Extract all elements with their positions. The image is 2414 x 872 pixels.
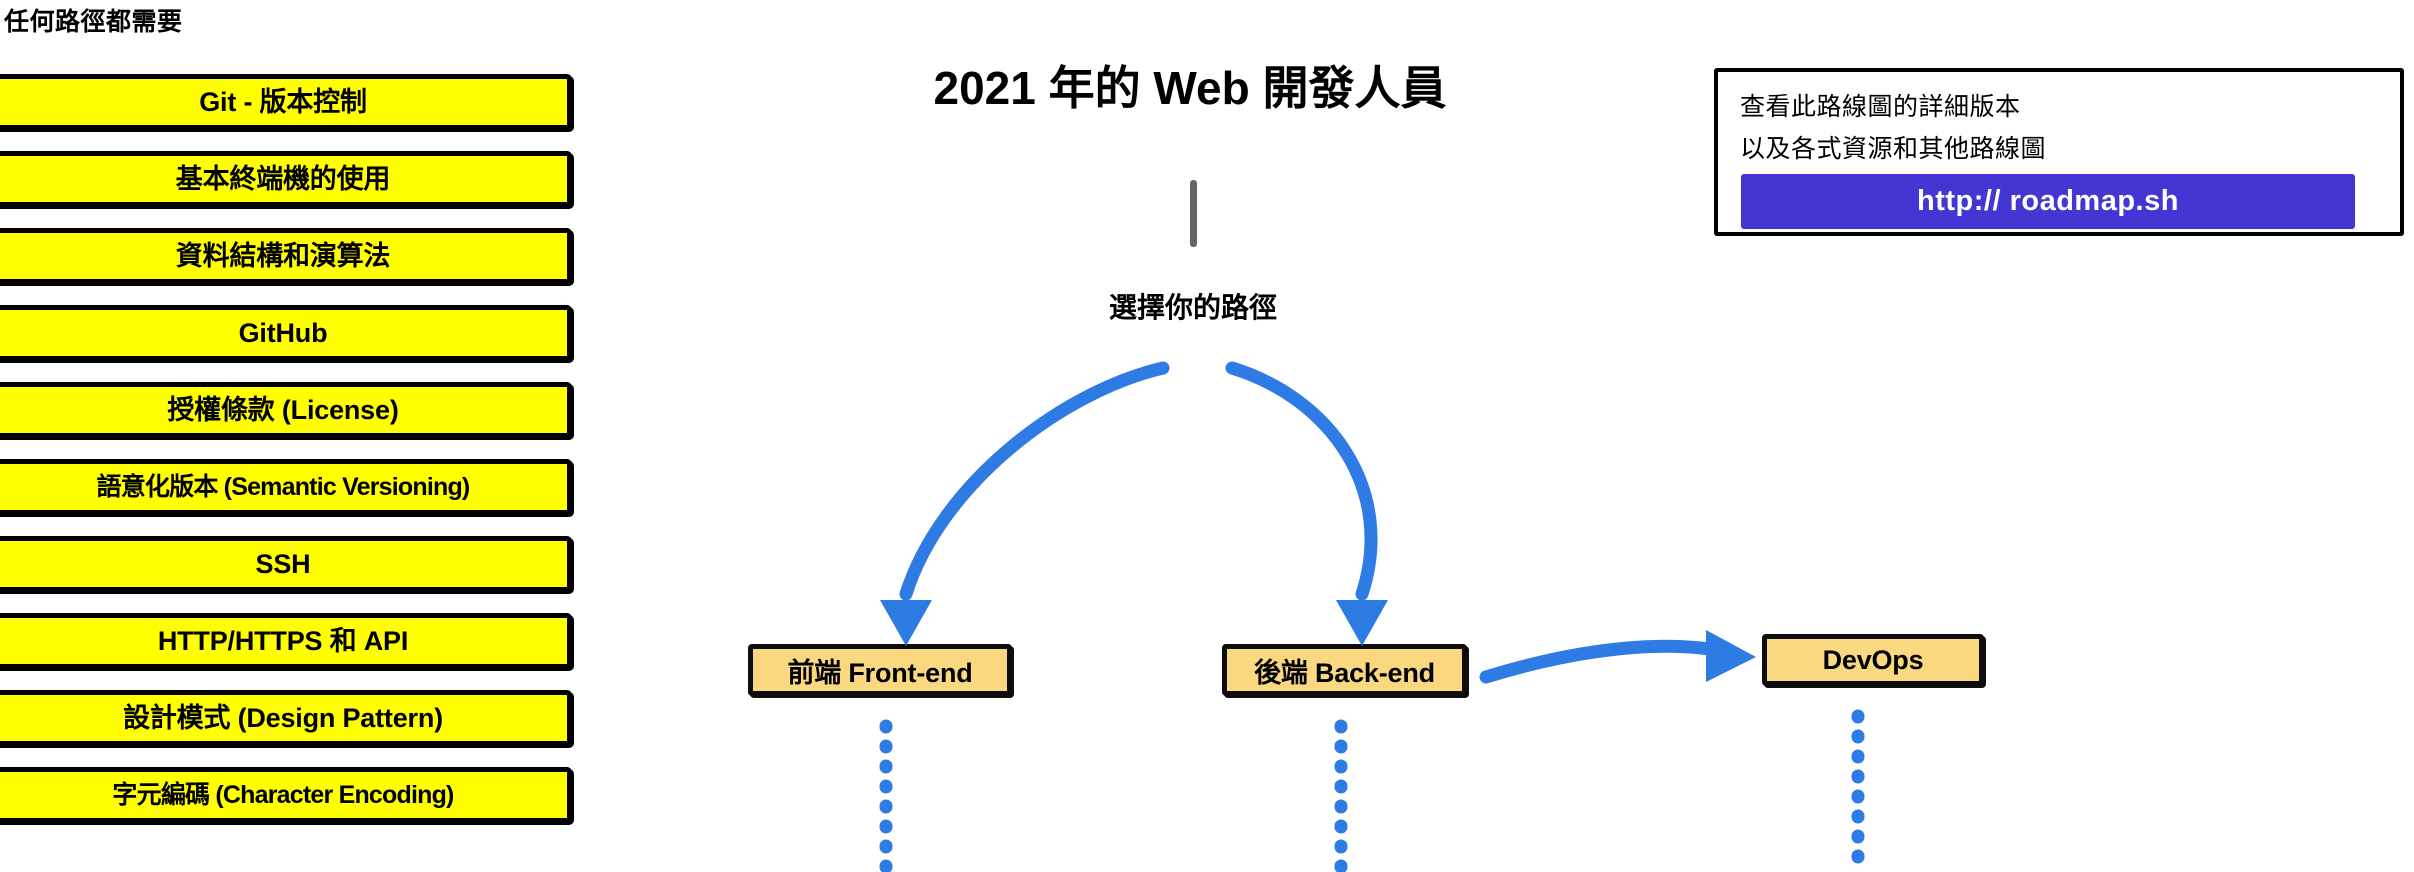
info-card-line-2: 以及各式資源和其他路線圖 [1740, 135, 2047, 163]
prerequisite-box[interactable]: SSH [0, 536, 572, 592]
prerequisite-box[interactable]: Git - 版本控制 [0, 74, 572, 130]
roadmap-url-button[interactable]: http:// roadmap.sh [1741, 174, 2355, 229]
path-node-frontend-label: 前端 Front-end [787, 657, 973, 688]
choose-path-label: 選擇你的路徑 [1108, 292, 1277, 323]
prerequisite-box[interactable]: 語意化版本 (Semantic Versioning) [0, 459, 572, 515]
prerequisite-box[interactable]: 基本終端機的使用 [0, 151, 572, 207]
prerequisite-label: 授權條款 (License) [167, 394, 399, 425]
info-card-line-1: 查看此路線圖的詳細版本 [1740, 93, 2021, 121]
prerequisite-label: 語意化版本 (Semantic Versioning) [96, 472, 471, 501]
roadmap-url-label: http:// roadmap.sh [1917, 185, 2179, 217]
arrow-to-backend [1225, 361, 1388, 646]
prerequisite-box[interactable]: 設計模式 (Design Pattern) [0, 690, 572, 746]
left-column-heading: 任何路徑都需要 [4, 8, 183, 36]
prerequisite-label: Git - 版本控制 [199, 86, 367, 117]
prerequisite-label: 資料結構和演算法 [175, 240, 391, 271]
info-card: 查看此路線圖的詳細版本 以及各式資源和其他路線圖 http:// roadmap… [1714, 68, 2404, 236]
prerequisite-box[interactable]: GitHub [0, 305, 572, 361]
prerequisite-box[interactable]: 字元編碼 (Character Encoding) [0, 767, 572, 823]
arrow-backend-to-devops [1479, 630, 1756, 684]
arrow-to-frontend [880, 361, 1170, 646]
path-node-devops-label: DevOps [1822, 644, 1924, 675]
shared-prerequisites-column: 任何路徑都需要 Git - 版本控制基本終端機的使用資料結構和演算法 GitHub… [0, 0, 600, 872]
prerequisite-box[interactable]: 授權條款 (License) [0, 382, 572, 438]
prerequisite-box[interactable]: HTTP/HTTPS 和 API [0, 613, 572, 669]
path-node-devops[interactable]: DevOps [1762, 634, 1984, 686]
path-node-frontend[interactable]: 前端 Front-end [748, 644, 1012, 696]
prerequisite-box[interactable]: 資料結構和演算法 [0, 228, 572, 284]
path-node-backend-label: 後端 Back-end [1254, 657, 1435, 688]
prerequisite-label: SSH [255, 548, 311, 579]
prerequisite-label: 基本終端機的使用 [175, 163, 391, 194]
title-stem-connector [1190, 180, 1197, 247]
prerequisite-label: GitHub [238, 317, 328, 348]
page-title: 2021 年的 Web 開發人員 [933, 62, 1447, 114]
prerequisite-label: HTTP/HTTPS 和 API [157, 625, 409, 656]
prerequisite-label: 字元編碼 (Character Encoding) [112, 780, 454, 809]
prerequisite-label: 設計模式 (Design Pattern) [123, 702, 443, 733]
path-node-backend[interactable]: 後端 Back-end [1222, 644, 1467, 696]
